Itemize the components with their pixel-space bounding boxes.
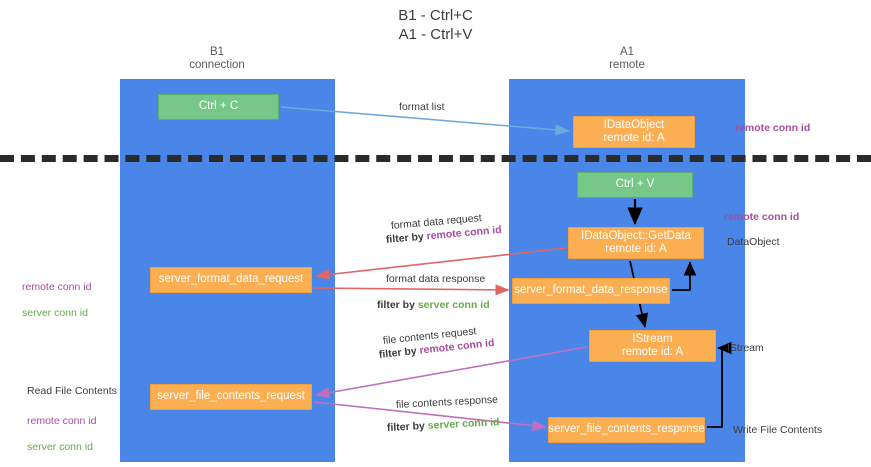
edge-label-filter-server-conn-id-1: filter by server conn id [377, 299, 490, 313]
side-label-read-file-contents: Read File Contents [27, 385, 117, 397]
node-server-format-data-response[interactable]: server_format_data_response [512, 278, 670, 304]
column-header-a1: A1 remote [609, 46, 645, 71]
diagram-title: B1 - Ctrl+C A1 - Ctrl+V [398, 7, 473, 43]
side-label-remote-conn-id-mid: remote conn id [724, 211, 800, 223]
edge-label-file-contents-response: file contents response [395, 393, 499, 411]
node-server-file-contents-response[interactable]: server_file_contents_response [548, 417, 705, 443]
filter-by-text: filter by [385, 230, 428, 246]
side-label-write-file-contents: Write File Contents [733, 424, 823, 436]
left-bot-server-conn-id: server conn id [27, 441, 93, 453]
side-label-left-bottom: remote conn id server conn id [27, 402, 96, 454]
left-bot-remote-conn-id: remote conn id [27, 415, 97, 427]
column-header-b1: B1 connection [189, 46, 245, 71]
node-ctrl-v[interactable]: Ctrl + V [577, 172, 693, 198]
node-ctrl-c[interactable]: Ctrl + C [158, 94, 279, 120]
side-label-left-mid: remote conn id server conn id [22, 268, 91, 320]
side-label-remote-conn-id-top: remote conn id [735, 122, 811, 134]
node-server-file-contents-request[interactable]: server_file_contents_request [150, 384, 312, 410]
server-conn-id-text: server conn id [417, 299, 490, 311]
edge-label-filter-server-conn-id-2: filter by server conn id [387, 416, 500, 435]
section-divider [0, 155, 871, 162]
filter-by-text: filter by [377, 299, 418, 311]
side-label-data-object: DataObject [727, 236, 780, 248]
filter-by-text: filter by [386, 419, 429, 434]
node-idataobject-getdata[interactable]: IDataObject::GetData remote id: A [568, 227, 704, 259]
node-server-format-data-request[interactable]: server_format_data_request [150, 267, 312, 293]
edge-label-format-list: format list [399, 101, 445, 113]
node-idataobject-remote[interactable]: IDataObject remote id: A [573, 116, 695, 148]
left-mid-server-conn-id: server conn id [22, 307, 88, 319]
node-istream[interactable]: IStream remote id: A [589, 330, 716, 362]
side-label-istream: IStream [727, 342, 764, 354]
edge-label-format-data-response: format data response [386, 273, 486, 285]
left-mid-remote-conn-id: remote conn id [22, 281, 92, 293]
server-conn-id-text: server conn id [427, 416, 500, 432]
